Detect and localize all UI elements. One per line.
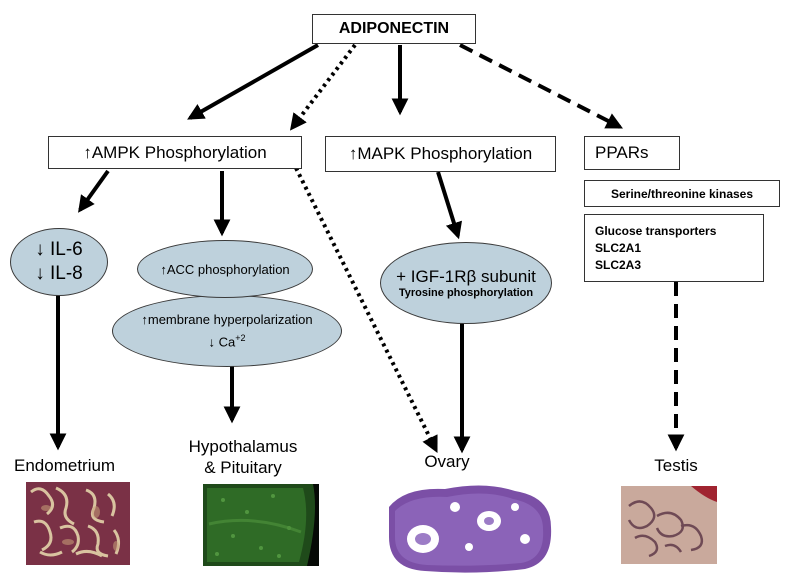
endometrium-histology-image <box>26 482 130 565</box>
il8-label: ↓ IL-8 <box>35 263 83 284</box>
hypothalamus-label: Hypothalamus & Pituitary <box>188 437 298 477</box>
slc2a1-label: SLC2A1 <box>595 240 642 255</box>
mapk-box: ↑MAPK Phosphorylation <box>325 136 556 172</box>
ampk-box: ↑AMPK Phosphorylation <box>48 136 302 169</box>
arrow-adiponectin-to-ampk-dotted <box>289 43 357 131</box>
adiponectin-box: ADIPONECTIN <box>312 14 476 44</box>
igf-main-label: + IGF-1Rβ subunit <box>396 267 536 286</box>
il6-label: ↓ IL-6 <box>35 239 83 260</box>
glucose-transporters-box: Glucose transporters SLC2A1 SLC2A3 <box>584 214 764 282</box>
ampk-label: ↑AMPK Phosphorylation <box>83 142 267 162</box>
arrow-ampk-to-il <box>78 169 110 213</box>
testis-label: Testis <box>654 456 698 475</box>
ovary-label: Ovary <box>424 452 470 471</box>
arrow-adiponectin-to-ampk <box>187 43 319 120</box>
serine-kinases-label: Serine/threonine kinases <box>610 186 754 201</box>
igf-sub-label: Tyrosine phosphorylation <box>398 287 534 299</box>
ovary-histology-image <box>385 477 555 573</box>
ppars-label: PPARs <box>595 143 649 162</box>
glucose-transporters-label: Glucose transporters <box>595 223 717 238</box>
arrow-mapk-to-igf <box>436 171 463 240</box>
membrane-label: ↑membrane hyperpolarization <box>141 311 313 327</box>
il-oval: ↓ IL-6 ↓ IL-8 <box>10 228 108 296</box>
endometrium-label: Endometrium <box>14 456 116 475</box>
membrane-oval: ↑membrane hyperpolarization ↓ Ca+2 <box>112 295 342 367</box>
ppars-box: PPARs <box>584 136 680 170</box>
igf-oval: + IGF-1Rβ subunit Tyrosine phosphorylati… <box>380 242 552 324</box>
acc-label: ↑ACC phosphorylation <box>160 261 290 277</box>
hypothalamus-fluorescence-image <box>203 484 319 566</box>
adiponectin-label: ADIPONECTIN <box>338 20 450 37</box>
ca-label: ↓ Ca+2 <box>208 332 246 350</box>
slc2a3-label: SLC2A3 <box>595 257 642 272</box>
testis-histology-image <box>621 486 717 564</box>
mapk-label: ↑MAPK Phosphorylation <box>348 144 533 163</box>
arrow-adiponectin-to-ppars <box>459 43 623 129</box>
acc-oval: ↑ACC phosphorylation <box>137 240 313 298</box>
serine-kinases-box: Serine/threonine kinases <box>584 180 780 207</box>
